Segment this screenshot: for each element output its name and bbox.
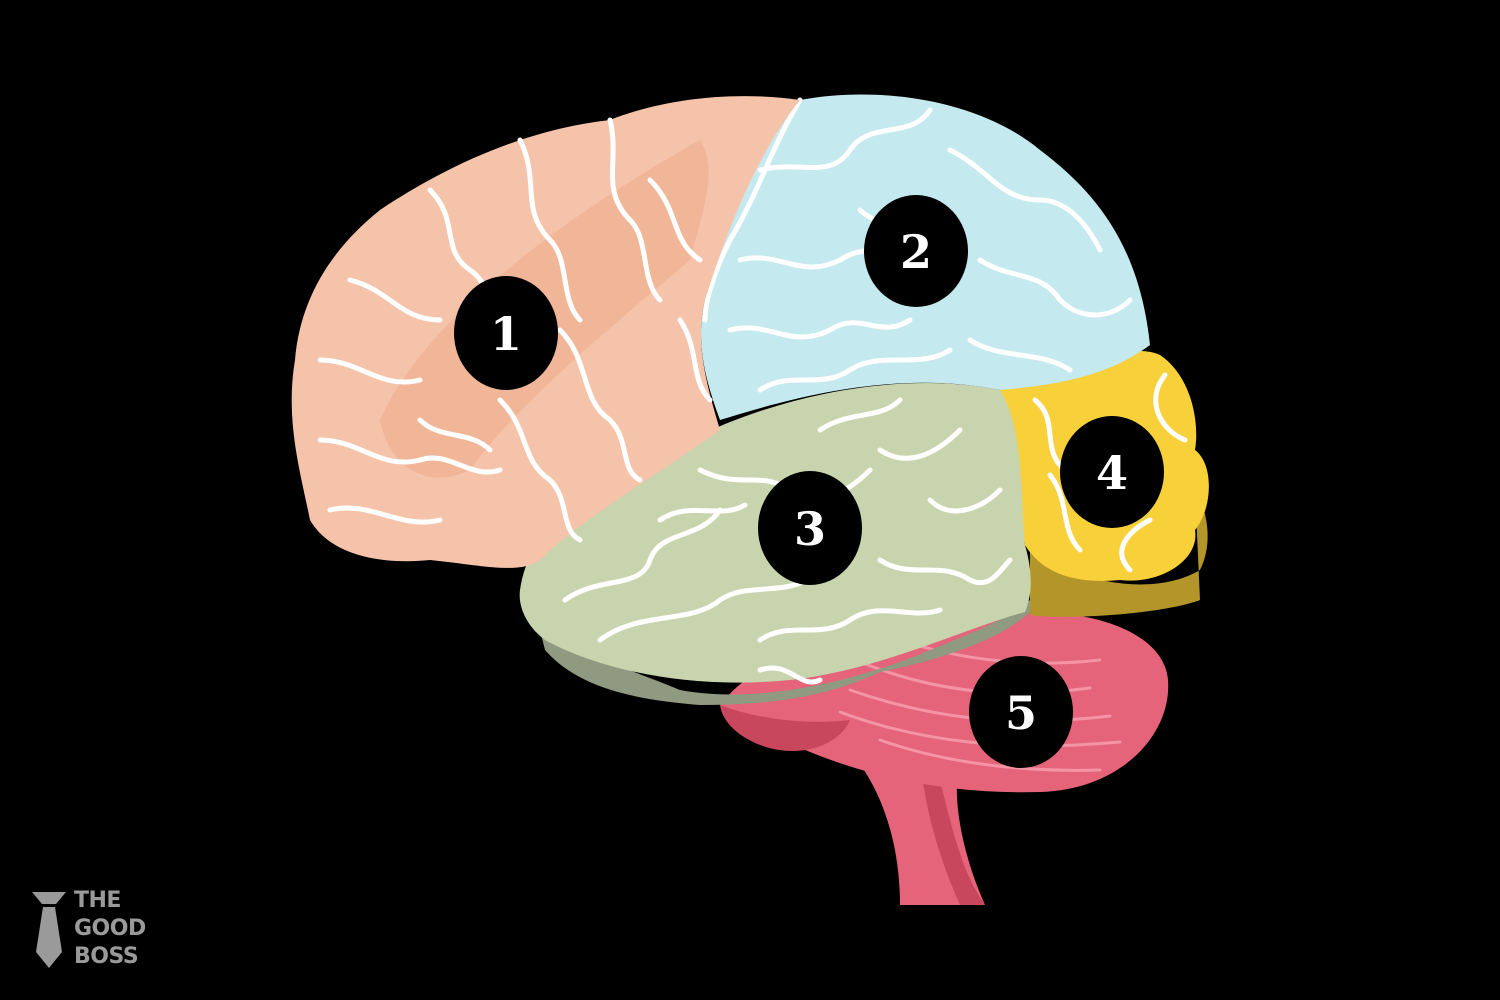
logo-line-3: BOSS: [74, 944, 138, 969]
marker-1: 1: [454, 276, 558, 390]
marker-3-label: 3: [794, 502, 826, 556]
logo-line-2: GOOD: [74, 916, 146, 941]
marker-4: 4: [1060, 416, 1164, 528]
marker-1-label: 1: [490, 307, 522, 361]
marker-4-label: 4: [1096, 446, 1128, 500]
logo-line-1: THE: [74, 888, 121, 913]
marker-2: 2: [864, 195, 968, 307]
tie-icon: [30, 890, 68, 970]
marker-2-label: 2: [900, 225, 932, 279]
marker-5-label: 5: [1005, 686, 1037, 740]
brand-logo: THE GOOD BOSS: [30, 888, 170, 974]
marker-5: 5: [969, 656, 1073, 768]
marker-3: 3: [758, 471, 862, 585]
